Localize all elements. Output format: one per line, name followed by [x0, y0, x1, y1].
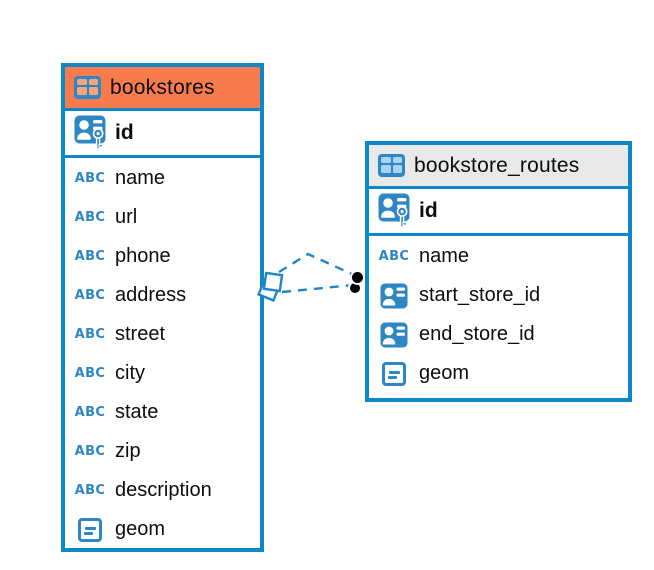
column-row-state[interactable]: ABC state — [65, 393, 260, 432]
relation-target-anchor-dots[interactable] — [348, 270, 365, 295]
table-bookstore-routes[interactable]: bookstore_routes id — [365, 141, 632, 402]
diamond-anchor-front[interactable] — [262, 271, 284, 293]
text-type-icon: ABC — [74, 365, 106, 382]
column-row-name[interactable]: ABC name — [65, 159, 260, 198]
table-icon — [74, 76, 101, 99]
column-name: description — [115, 479, 212, 501]
column-name: geom — [419, 362, 470, 384]
column-row-end-store-id[interactable]: end_store_id — [369, 315, 628, 354]
column-row-start-store-id[interactable]: start_store_id — [369, 276, 628, 315]
text-type-icon: ABC — [74, 482, 106, 499]
text-type-icon: ABC — [74, 170, 106, 187]
column-row-city[interactable]: ABC city — [65, 354, 260, 393]
text-type-icon: ABC — [74, 326, 106, 343]
table-bookstore-routes-columns: ABC name start_store_id — [369, 236, 628, 398]
table-bookstores-header[interactable]: bookstores — [65, 67, 260, 111]
column-row-url[interactable]: ABC url — [65, 198, 260, 237]
column-name: id — [115, 121, 134, 144]
table-icon — [378, 154, 405, 177]
column-row-geom[interactable]: geom — [369, 354, 628, 393]
column-name: city — [115, 362, 145, 384]
column-row-geom[interactable]: geom — [65, 510, 260, 549]
column-name: address — [115, 284, 187, 306]
column-name: name — [115, 167, 166, 189]
text-type-icon: ABC — [74, 209, 106, 226]
column-name: phone — [115, 245, 171, 267]
column-row-street[interactable]: ABC street — [65, 315, 260, 354]
table-bookstore-routes-header[interactable]: bookstore_routes — [369, 145, 628, 189]
column-row-id[interactable]: id — [369, 189, 628, 236]
foreign-key-icon — [377, 322, 411, 348]
text-type-icon: ABC — [74, 287, 106, 304]
table-title: bookstore_routes — [414, 153, 580, 177]
column-name: name — [419, 245, 470, 267]
column-row-zip[interactable]: ABC zip — [65, 432, 260, 471]
table-title: bookstores — [110, 75, 215, 99]
column-row-address[interactable]: ABC address — [65, 276, 260, 315]
column-row-id[interactable]: id — [65, 111, 260, 158]
primary-key-icon — [377, 193, 411, 230]
primary-key-icon — [73, 115, 107, 152]
text-type-icon: ABC — [378, 248, 410, 265]
dot-anchor-front[interactable] — [350, 270, 365, 285]
column-name: start_store_id — [419, 284, 541, 306]
column-row-name[interactable]: ABC name — [369, 237, 628, 276]
column-name: zip — [115, 440, 141, 462]
column-name: state — [115, 401, 159, 423]
geometry-type-icon — [78, 517, 102, 542]
text-type-icon: ABC — [74, 404, 106, 421]
key-glyph — [396, 205, 408, 228]
column-name: url — [115, 206, 138, 228]
text-type-icon: ABC — [74, 443, 106, 460]
table-bookstores[interactable]: bookstores id — [61, 63, 264, 552]
column-name: id — [419, 199, 438, 222]
column-name: geom — [115, 518, 166, 540]
relation-line-end-store[interactable] — [278, 252, 357, 278]
table-bookstores-columns: ABC name ABC url ABC phone ABC address A… — [65, 158, 260, 549]
key-glyph — [92, 127, 104, 150]
text-type-icon: ABC — [74, 248, 106, 265]
column-name: end_store_id — [419, 323, 535, 345]
relation-line-start-store[interactable] — [281, 283, 355, 294]
column-row-phone[interactable]: ABC phone — [65, 237, 260, 276]
relation-source-anchor-diamonds[interactable] — [257, 271, 284, 302]
foreign-key-icon — [377, 283, 411, 309]
geometry-type-icon — [382, 361, 406, 386]
column-row-description[interactable]: ABC description — [65, 471, 260, 510]
column-name: street — [115, 323, 166, 345]
